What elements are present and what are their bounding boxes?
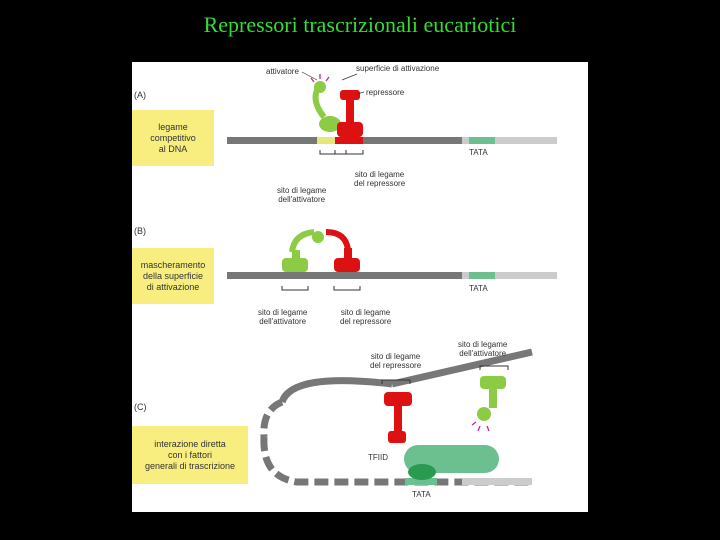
panel-a-repressor-site-mark	[335, 137, 363, 144]
panel-a-activator-site-mark	[317, 137, 335, 144]
panel-b-caption-box: mascheramento della superficie di attiva…	[132, 248, 214, 304]
panel-b-letter: (B)	[134, 226, 146, 236]
panel-a-dna	[227, 137, 557, 144]
panel-b-repressor	[325, 229, 360, 272]
panel-c-tata-label: TATA	[412, 490, 431, 499]
panel-a-repressor	[337, 90, 363, 137]
panel-b-activator	[282, 229, 324, 272]
panel-c-repressor	[384, 392, 412, 443]
panel-a-activator-site-label: sito di legame dell'attivatore	[277, 186, 327, 204]
panel-b-dna	[227, 272, 557, 279]
panel-c-dna-upper	[278, 377, 393, 404]
figure-graphics	[227, 71, 557, 486]
panel-b-dna-tail	[462, 272, 557, 279]
panel-c-repressor-site-label: sito di legame del repressore	[370, 352, 422, 370]
panel-c-caption: interazione diretta con i fattori genera…	[144, 438, 236, 471]
panel-a-repressor-site-label: sito di legame del repressore	[354, 170, 406, 188]
panel-a-repressor-label: repressore	[366, 88, 405, 97]
panel-a-letter: (A)	[134, 90, 146, 100]
panel-b-graphics	[227, 229, 557, 291]
panel-a-caption-box: legame competitivo al DNA	[132, 110, 214, 166]
repressor-figure: (A) legame competitivo al DNA attivatore…	[132, 62, 588, 512]
panel-b-caption: mascheramento della superficie di attiva…	[140, 259, 206, 292]
panel-b-repressor-site-label: sito di legame del repressore	[340, 308, 392, 326]
panel-a-tata-box	[469, 137, 495, 144]
panel-c-activator-site-label: sito di legame dell'attivatore	[458, 340, 508, 358]
panel-b-tata-label: TATA	[469, 284, 488, 293]
panel-c-dna-lower	[260, 436, 532, 486]
panel-a-dna-tail	[462, 137, 557, 144]
panel-b-activator-site-label: sito di legame dell'attivatore	[258, 308, 308, 326]
panel-a-surface-label: superficie di attivazione	[356, 64, 440, 73]
panel-b-tata-box	[469, 272, 495, 279]
panel-c-caption-box: interazione diretta con i fattori genera…	[132, 426, 248, 484]
panel-c-tata-box	[405, 478, 437, 485]
panel-c-graphics	[260, 348, 533, 486]
panel-c-tfiid-label: TFIID	[368, 453, 388, 462]
panel-c-activator	[471, 376, 506, 432]
slide-title: Repressori trascrizionali eucariotici	[203, 12, 517, 37]
panel-a-activator-label: attivatore	[266, 67, 299, 76]
panel-a-caption: legame competitivo al DNA	[150, 121, 196, 154]
panel-a-graphics	[227, 71, 557, 155]
panel-a-activator	[310, 74, 341, 132]
panel-c-letter: (C)	[134, 402, 147, 412]
panel-a-tata-label: TATA	[469, 148, 488, 157]
